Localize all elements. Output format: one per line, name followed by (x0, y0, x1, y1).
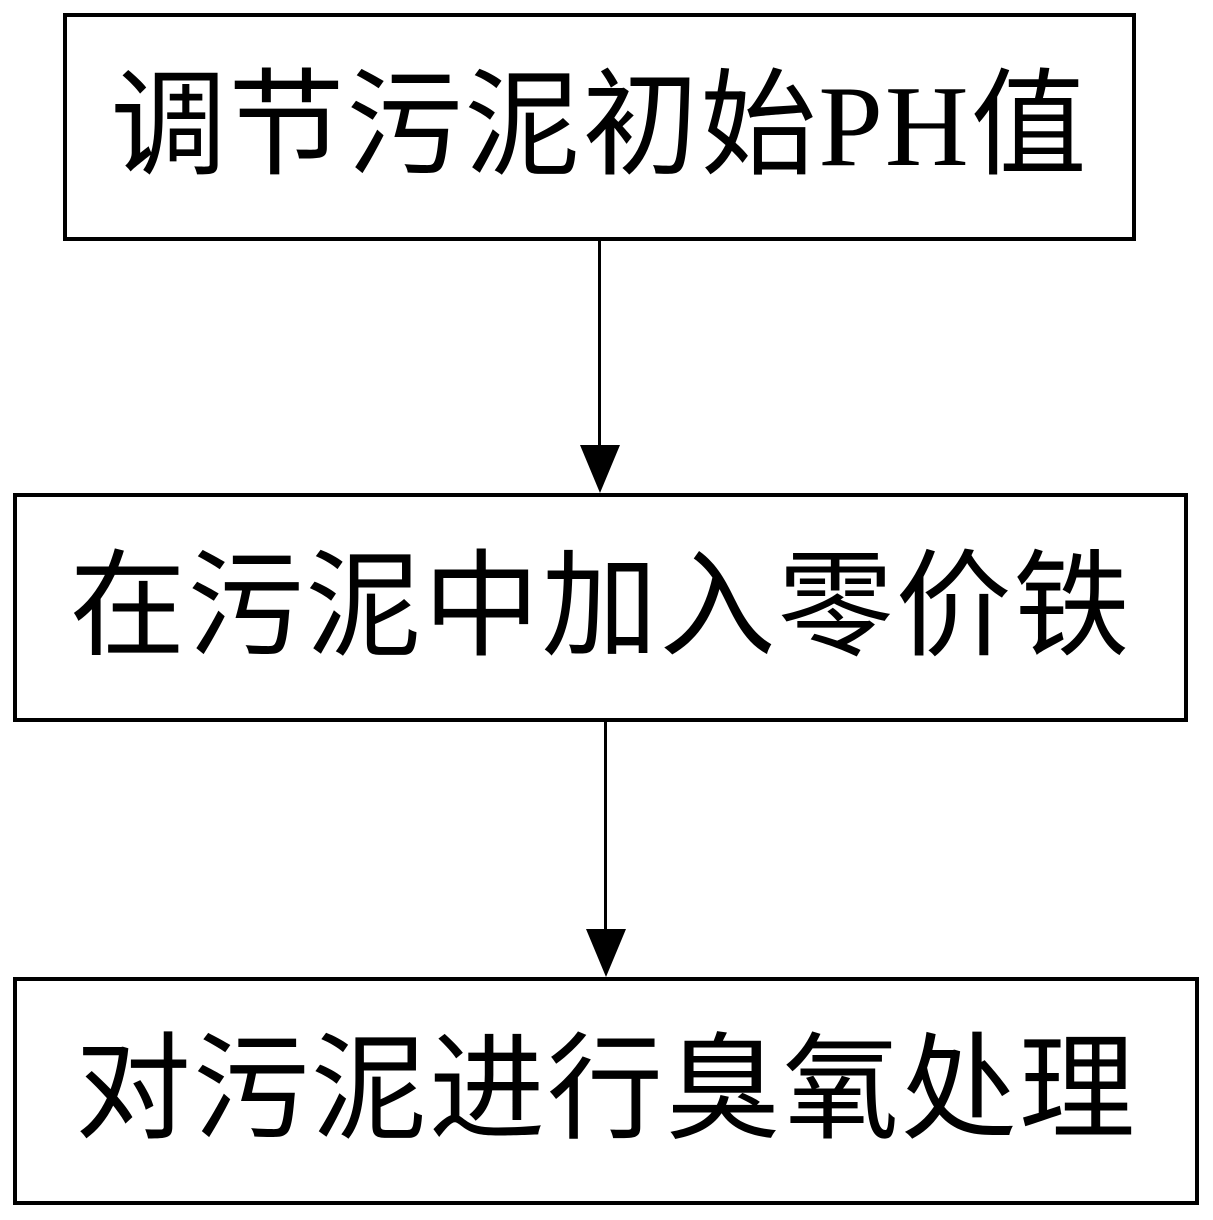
connector-arrow-1 (580, 241, 620, 493)
connector-arrow-2 (586, 722, 626, 977)
step-box-add-zero-valent-iron: 在污泥中加入零价铁 (13, 493, 1188, 722)
step-label-adjust-ph: 调节污泥初始PH值 (110, 63, 1089, 191)
arrow-line (598, 241, 601, 448)
step-box-adjust-ph: 调节污泥初始PH值 (63, 13, 1136, 241)
step-box-ozone-treatment: 对污泥进行臭氧处理 (13, 977, 1199, 1205)
arrowhead-down-icon (580, 445, 620, 493)
step-label-add-zero-valent-iron: 在污泥中加入零价铁 (69, 543, 1132, 672)
arrowhead-down-icon (586, 929, 626, 977)
arrow-line (604, 722, 607, 932)
step-label-ozone-treatment: 对污泥进行臭氧处理 (75, 1027, 1137, 1155)
